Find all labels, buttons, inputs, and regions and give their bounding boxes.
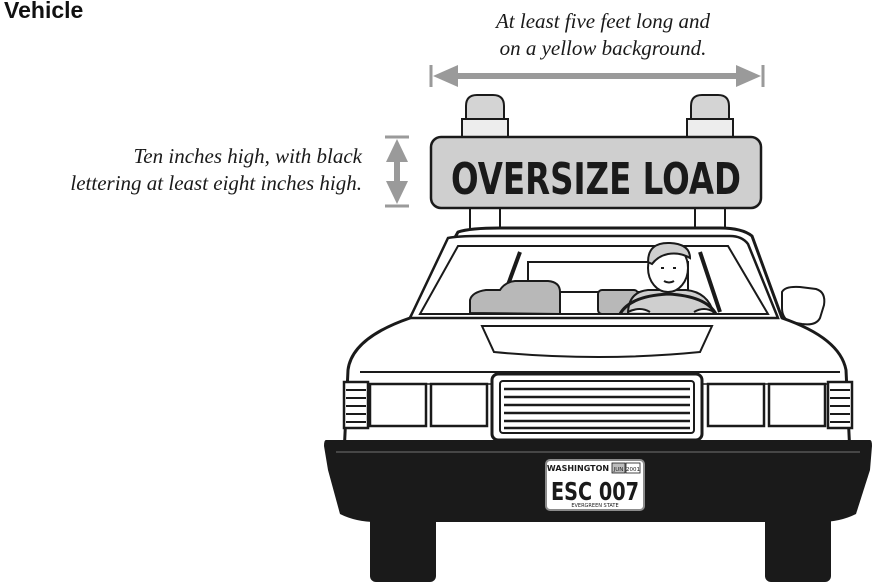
plate-tab-year-text: 2001 <box>626 467 640 473</box>
headlights-left <box>344 382 487 428</box>
plate-tab-month-text: JUN <box>613 467 624 473</box>
beacon-light-left <box>462 95 508 137</box>
sign-text: OVERSIZE LOAD <box>451 154 741 205</box>
height-arrow <box>385 137 409 206</box>
grille <box>492 374 702 440</box>
license-plate: WASHINGTON JUN 2001 ESC 007 EVERGREEN ST… <box>546 460 644 510</box>
plate-slogan: EVERGREEN STATE <box>571 503 618 509</box>
headlights-right <box>708 382 852 428</box>
length-arrow <box>431 65 763 87</box>
plate-state: WASHINGTON <box>547 464 609 473</box>
plate-number: ESC 007 <box>551 477 639 506</box>
beacon-light-right <box>687 95 733 137</box>
